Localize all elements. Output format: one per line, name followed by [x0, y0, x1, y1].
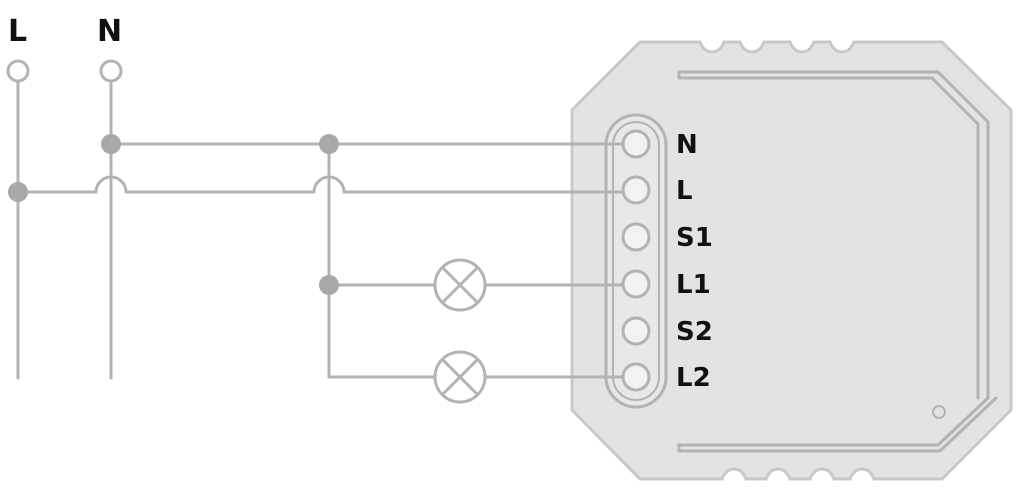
lamp-1-icon: [433, 258, 487, 312]
terminal-screw: [621, 129, 651, 159]
lamp-2-icon: [433, 350, 487, 404]
terminal-block: [604, 113, 668, 409]
terminal-block-inner: [612, 121, 660, 401]
terminal-screw: [621, 175, 651, 205]
supply-live-terminal: [6, 59, 30, 83]
module-bottom-rail-inner: [677, 396, 998, 453]
junction-dot: [101, 134, 121, 154]
module-top-rail-inner: [677, 70, 980, 400]
terminal-screw: [621, 222, 651, 252]
terminal-screw: [621, 316, 651, 346]
supply-neutral-label: N: [97, 14, 122, 49]
junctions: [8, 134, 339, 295]
relay-module: [570, 40, 1013, 481]
junction-dot: [319, 134, 339, 154]
terminal-label-s1: S1: [676, 223, 713, 253]
live-feed-wire: [16, 175, 624, 194]
module-terminals: N L S1 L1 S2 L2: [621, 129, 713, 393]
junction-dot: [319, 275, 339, 295]
module-top-rail: [677, 70, 990, 400]
terminal-screw: [621, 362, 651, 392]
terminal-label-n: N: [676, 130, 698, 160]
wiring: [16, 79, 624, 380]
module-bottom-rail: [677, 396, 990, 447]
terminal-label-s2: S2: [676, 317, 713, 347]
supply-neutral-terminal: [99, 59, 123, 83]
module-led-indicator: [932, 405, 946, 419]
terminal-label-l: L: [676, 176, 693, 206]
junction-dot: [8, 182, 28, 202]
module-body: [570, 40, 1013, 481]
supply-live-label: L: [8, 14, 27, 49]
terminal-screw: [621, 269, 651, 299]
terminal-label-l2: L2: [676, 363, 711, 393]
terminal-label-l1: L1: [676, 270, 711, 300]
